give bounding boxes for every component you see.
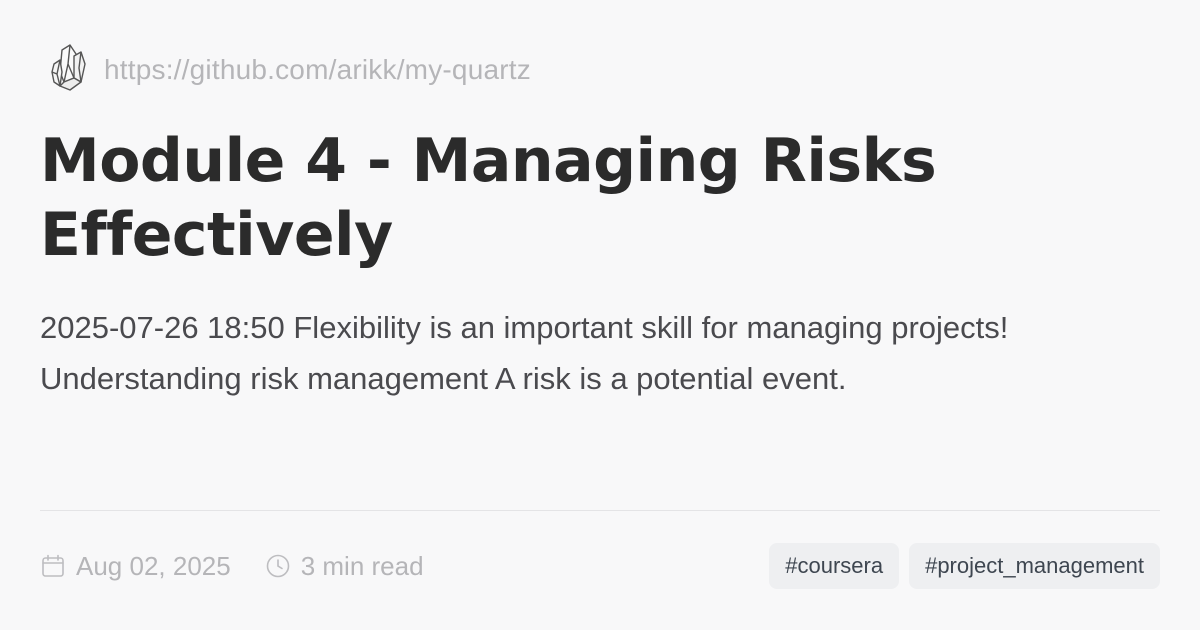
clock-icon bbox=[266, 554, 290, 578]
footer: Aug 02, 2025 3 min read #coursera #proje… bbox=[40, 540, 1160, 592]
reading-time: 3 min read bbox=[265, 551, 424, 582]
post-meta: Aug 02, 2025 3 min read bbox=[40, 551, 424, 582]
publish-date: Aug 02, 2025 bbox=[40, 551, 231, 582]
publish-date-text: Aug 02, 2025 bbox=[76, 550, 231, 581]
tag-coursera[interactable]: #coursera bbox=[769, 543, 900, 589]
site-header: https://github.com/arikk/my-quartz bbox=[48, 42, 531, 98]
crystal-quartz-icon bbox=[51, 44, 86, 91]
page-title: Module 4 - Managing Risks Effectively bbox=[40, 126, 937, 270]
calendar-icon bbox=[42, 554, 64, 577]
divider bbox=[40, 510, 1160, 511]
tag-project-management[interactable]: #project_management bbox=[909, 543, 1160, 589]
reading-time-text: 3 min read bbox=[300, 550, 424, 581]
site-url[interactable]: https://github.com/arikk/my-quartz bbox=[104, 54, 531, 85]
tag-list: #coursera #project_management bbox=[769, 543, 1160, 589]
page-description: 2025-07-26 18:50 Flexibility is an impor… bbox=[40, 310, 1009, 396]
